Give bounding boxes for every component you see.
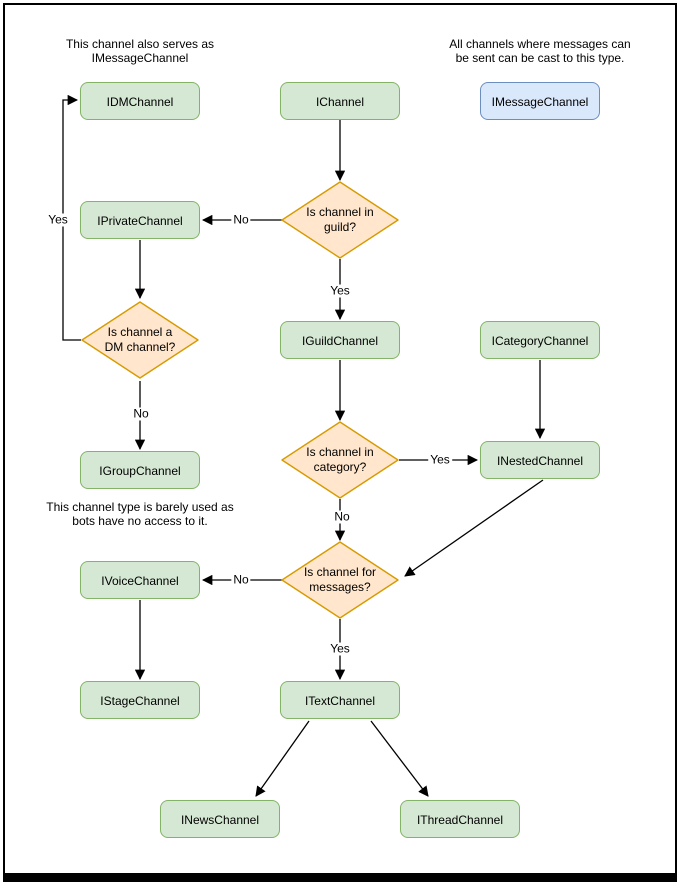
edge-label-messages-no: No [231,572,251,587]
decision-line: Is channel in [306,205,374,219]
annotation-line: be sent can be cast to this type. [455,51,625,65]
decision-category-diamond [281,421,399,499]
node-inewschannel: INewsChannel [160,800,280,838]
annotation-line: bots have no access to it. [72,514,208,528]
annotation-dm-note: This channel also serves as IMessageChan… [30,37,250,65]
edge-label-dm-loop-yes: Yes [46,212,70,227]
decision-guild-label: Is channel in guild? [306,205,373,235]
annotation-line: This channel type is barely used as [46,500,234,514]
node-inestedchannel: INestedChannel [480,441,600,479]
edge-label-messages-yes: Yes [328,641,352,656]
edge-itextchannel-to-ithreadchannel [370,720,429,797]
decision-line: Is channel a [107,325,173,339]
decision-line: guild? [323,220,357,234]
decision-line: DM channel? [104,340,176,354]
edge-label-dm-no: No [131,406,151,421]
decision-messages-diamond [281,541,399,619]
node-idmchannel: IDMChannel [80,82,200,120]
node-igroupchannel: IGroupChannel [80,451,200,489]
decision-line: Is channel for [303,565,377,579]
annotation-line: IMessageChannel [91,51,189,65]
decision-line: Is channel in [306,445,374,459]
node-imessagechannel: IMessageChannel [480,82,600,120]
annotation-group-note: This channel type is barely used as bots… [25,500,255,528]
edge-inestedchannel-to-messages-decision [404,479,544,577]
node-icategorychannel: ICategoryChannel [480,321,600,359]
annotation-line: This channel also serves as [65,37,215,51]
edge-label-guild-no: No [231,212,251,227]
edge-label-guild-yes: Yes [328,283,352,298]
decision-messages-label: Is channel for messages? [304,565,376,595]
decision-category-label: Is channel in category? [306,445,373,475]
edge-label-category-no: No [332,509,352,524]
node-iguildchannel: IGuildChannel [280,321,400,359]
annotation-message-note: All channels where messages can be sent … [430,37,650,65]
decision-dm-diamond [81,301,199,379]
node-ivoicechannel: IVoiceChannel [80,561,200,599]
decision-guild-diamond [281,181,399,259]
node-istagechannel: IStageChannel [80,681,200,719]
decision-dm-label: Is channel a DM channel? [105,325,176,355]
edge-itextchannel-to-inewschannel [255,720,310,797]
node-itextchannel: ITextChannel [280,681,400,719]
annotation-line: All channels where messages can [449,37,631,51]
node-ithreadchannel: IThreadChannel [400,800,520,838]
decision-line: category? [313,460,367,474]
node-ichannel: IChannel [280,82,400,120]
decision-line: messages? [309,580,371,594]
node-iprivatechannel: IPrivateChannel [80,201,200,239]
edge-label-category-yes: Yes [428,452,452,467]
